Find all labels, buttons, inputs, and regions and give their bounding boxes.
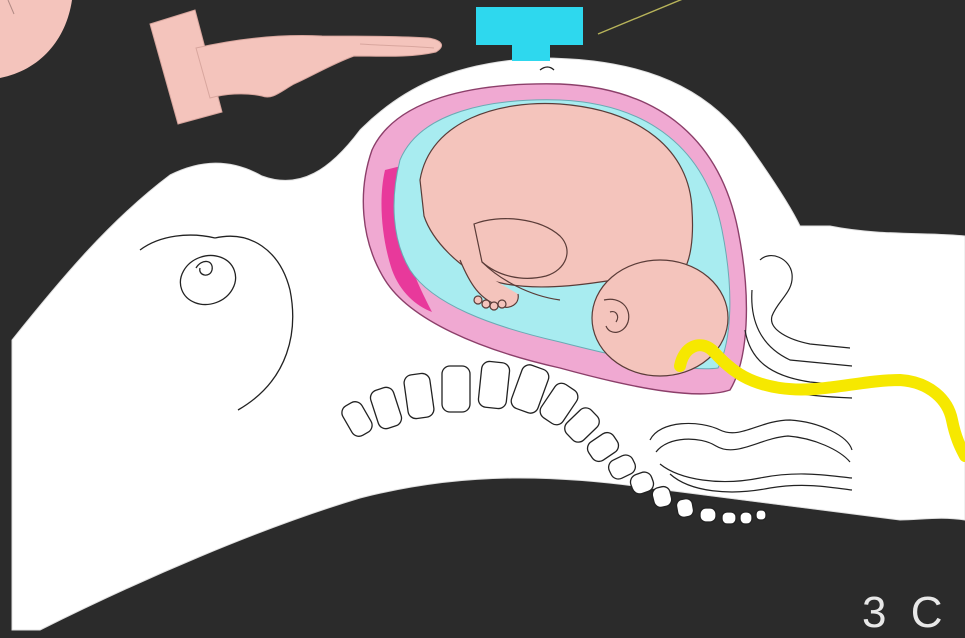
diagram-canvas [0,0,965,631]
